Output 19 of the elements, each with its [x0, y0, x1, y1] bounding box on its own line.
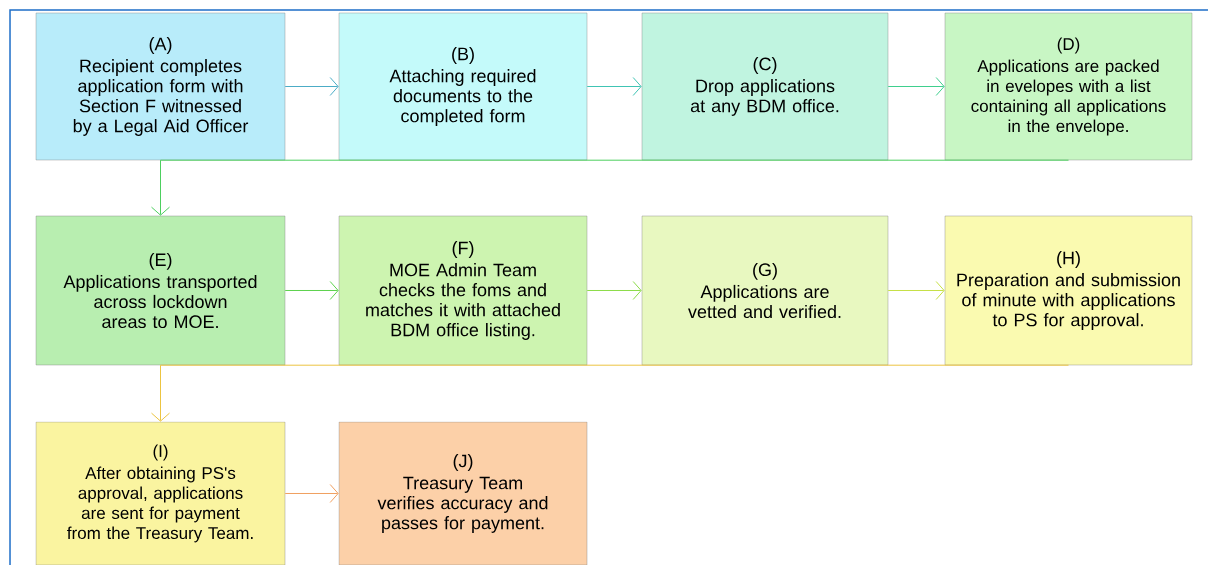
process-box: (B) Attaching required documents to the completed form	[338, 12, 588, 161]
process-box: (F) MOE Admin Team checks the foms and matches it with attached BDM office listing.	[338, 215, 588, 366]
arrow	[887, 77, 945, 96]
arrow	[586, 281, 642, 300]
arrow	[284, 484, 339, 503]
arrow	[151, 364, 1069, 422]
arrow	[151, 159, 1069, 216]
process-box: (I) After obtaining PS's approval, applications are sent for payment from the Treasury Team.	[35, 421, 286, 565]
arrow	[284, 77, 339, 96]
process-box: (H) Preparation and submission of minute with applications to PS for approval.	[944, 215, 1193, 366]
process-box: (C) Drop applications at any BDM office.	[641, 12, 889, 161]
arrow	[887, 281, 945, 300]
process-box: (J) Treasury Team verifies accuracy and passes for payment.	[338, 421, 588, 565]
arrow	[586, 77, 642, 96]
process-box: (A) Recipient completes application form with Section F witnessed by a Legal Aid Officer	[35, 12, 286, 161]
arrow	[284, 281, 339, 300]
process-box: (E) Applications transported across lockdown areas to MOE.	[35, 215, 286, 366]
process-box: (G) Applications are vetted and verified.	[641, 215, 889, 366]
process-box: (D) Applications are packed in evelopes with a list containing all applications in the envelope.	[944, 12, 1193, 161]
